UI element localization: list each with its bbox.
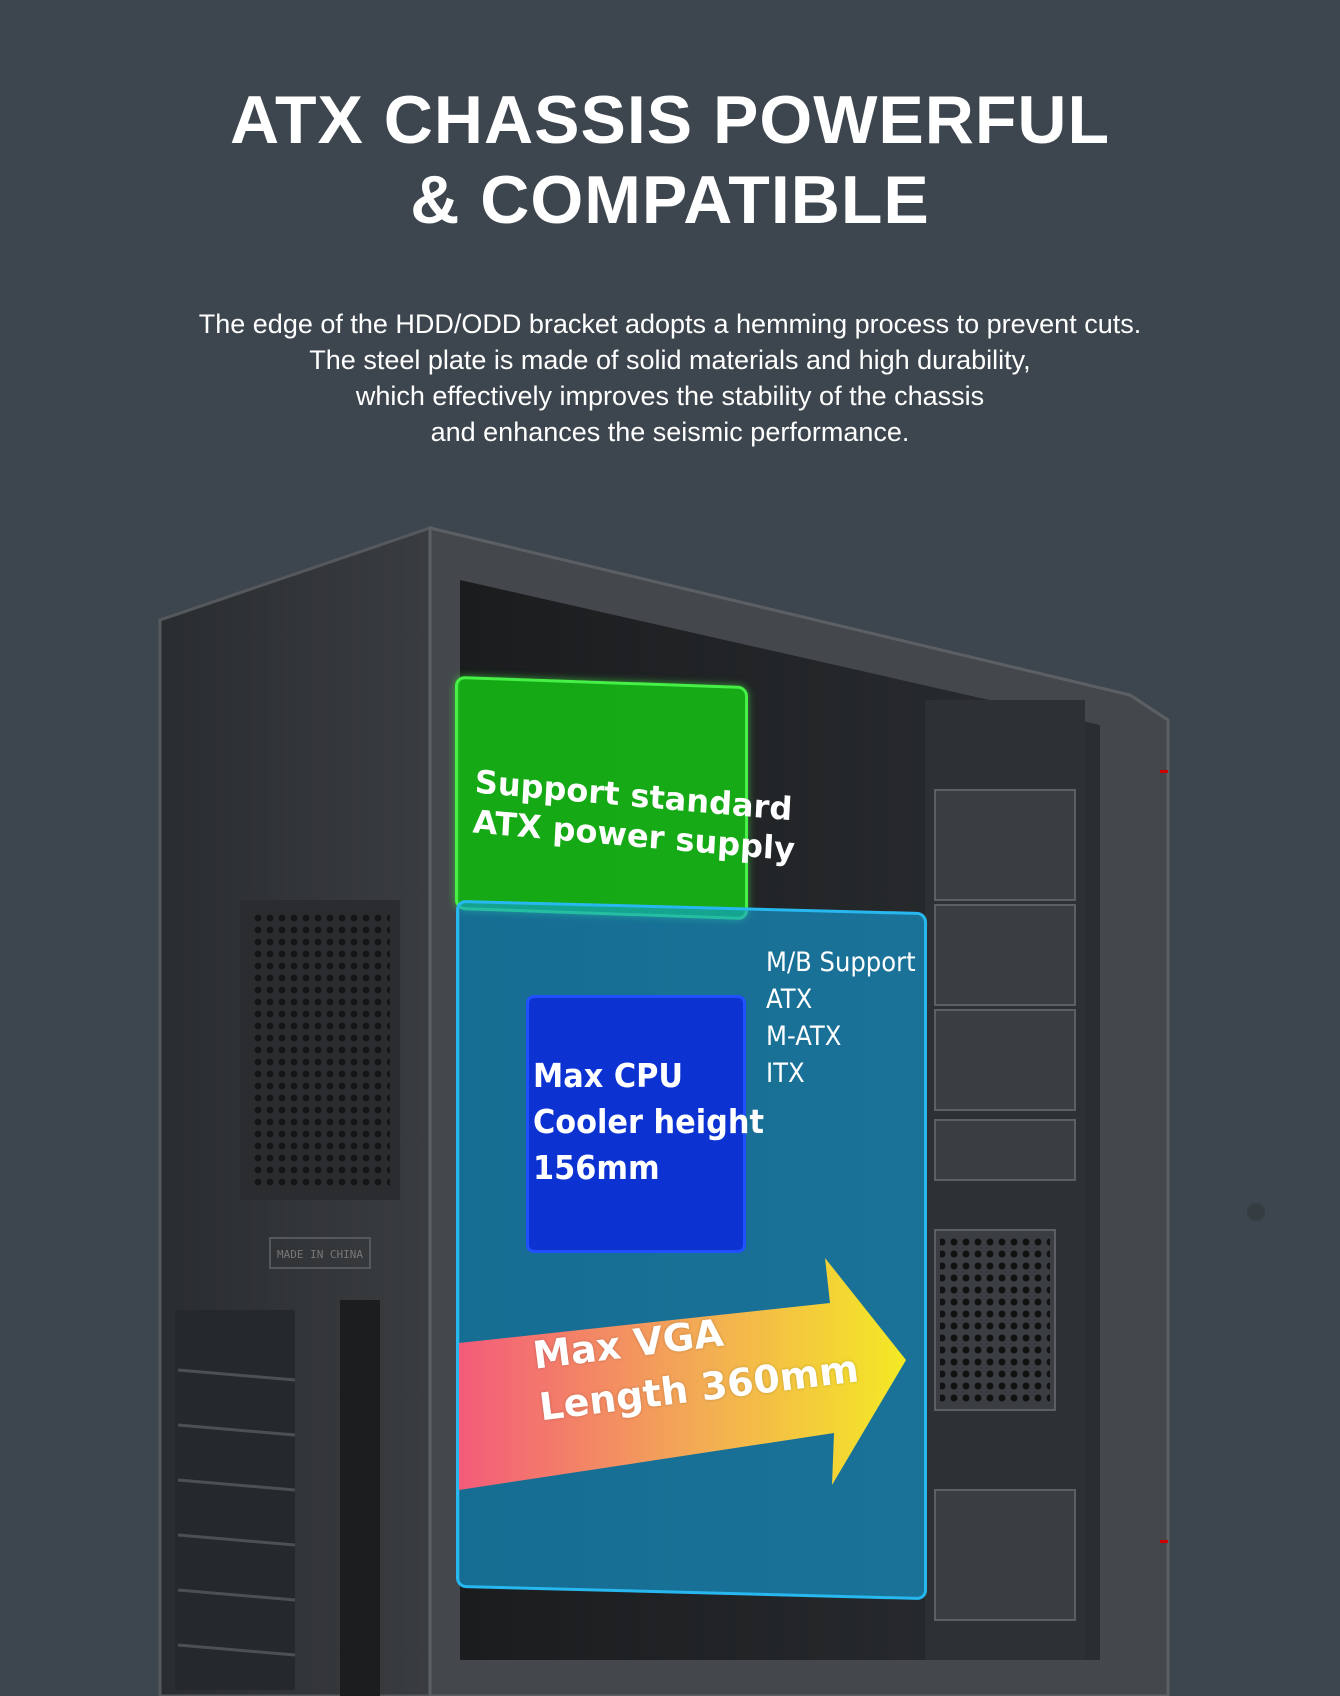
description-line: The steel plate is made of solid materia… [309, 345, 1031, 375]
mb-form-factor: M-ATX [766, 1021, 842, 1052]
page-title-line-2: & COMPATIBLE [410, 162, 930, 238]
description-line: and enhances the seismic performance. [430, 417, 910, 447]
description-line: which effectively improves the stability… [355, 381, 985, 411]
cpu-cooler-zone: Max CPU Cooler height 156mm [526, 995, 764, 1253]
cpu-cooler-line: Max CPU [533, 1056, 684, 1095]
made-in-china-label: MADE IN CHINA [277, 1248, 363, 1261]
cpu-cooler-line: Cooler height [533, 1102, 765, 1141]
mb-form-factor: ATX [766, 984, 813, 1015]
motherboard-support-label: M/B Support ATX M-ATX ITX [766, 944, 916, 1092]
page-title-line-1: ATX CHASSIS POWERFUL [229, 82, 1111, 158]
cpu-cooler-line: 156mm [533, 1148, 660, 1187]
description-line: The edge of the HDD/ODD bracket adopts a… [198, 309, 1142, 339]
mb-support-heading: M/B Support [766, 947, 916, 978]
cpu-cooler-label: Max CPU Cooler height 156mm [533, 1053, 764, 1191]
mb-form-factor: ITX [766, 1058, 805, 1089]
